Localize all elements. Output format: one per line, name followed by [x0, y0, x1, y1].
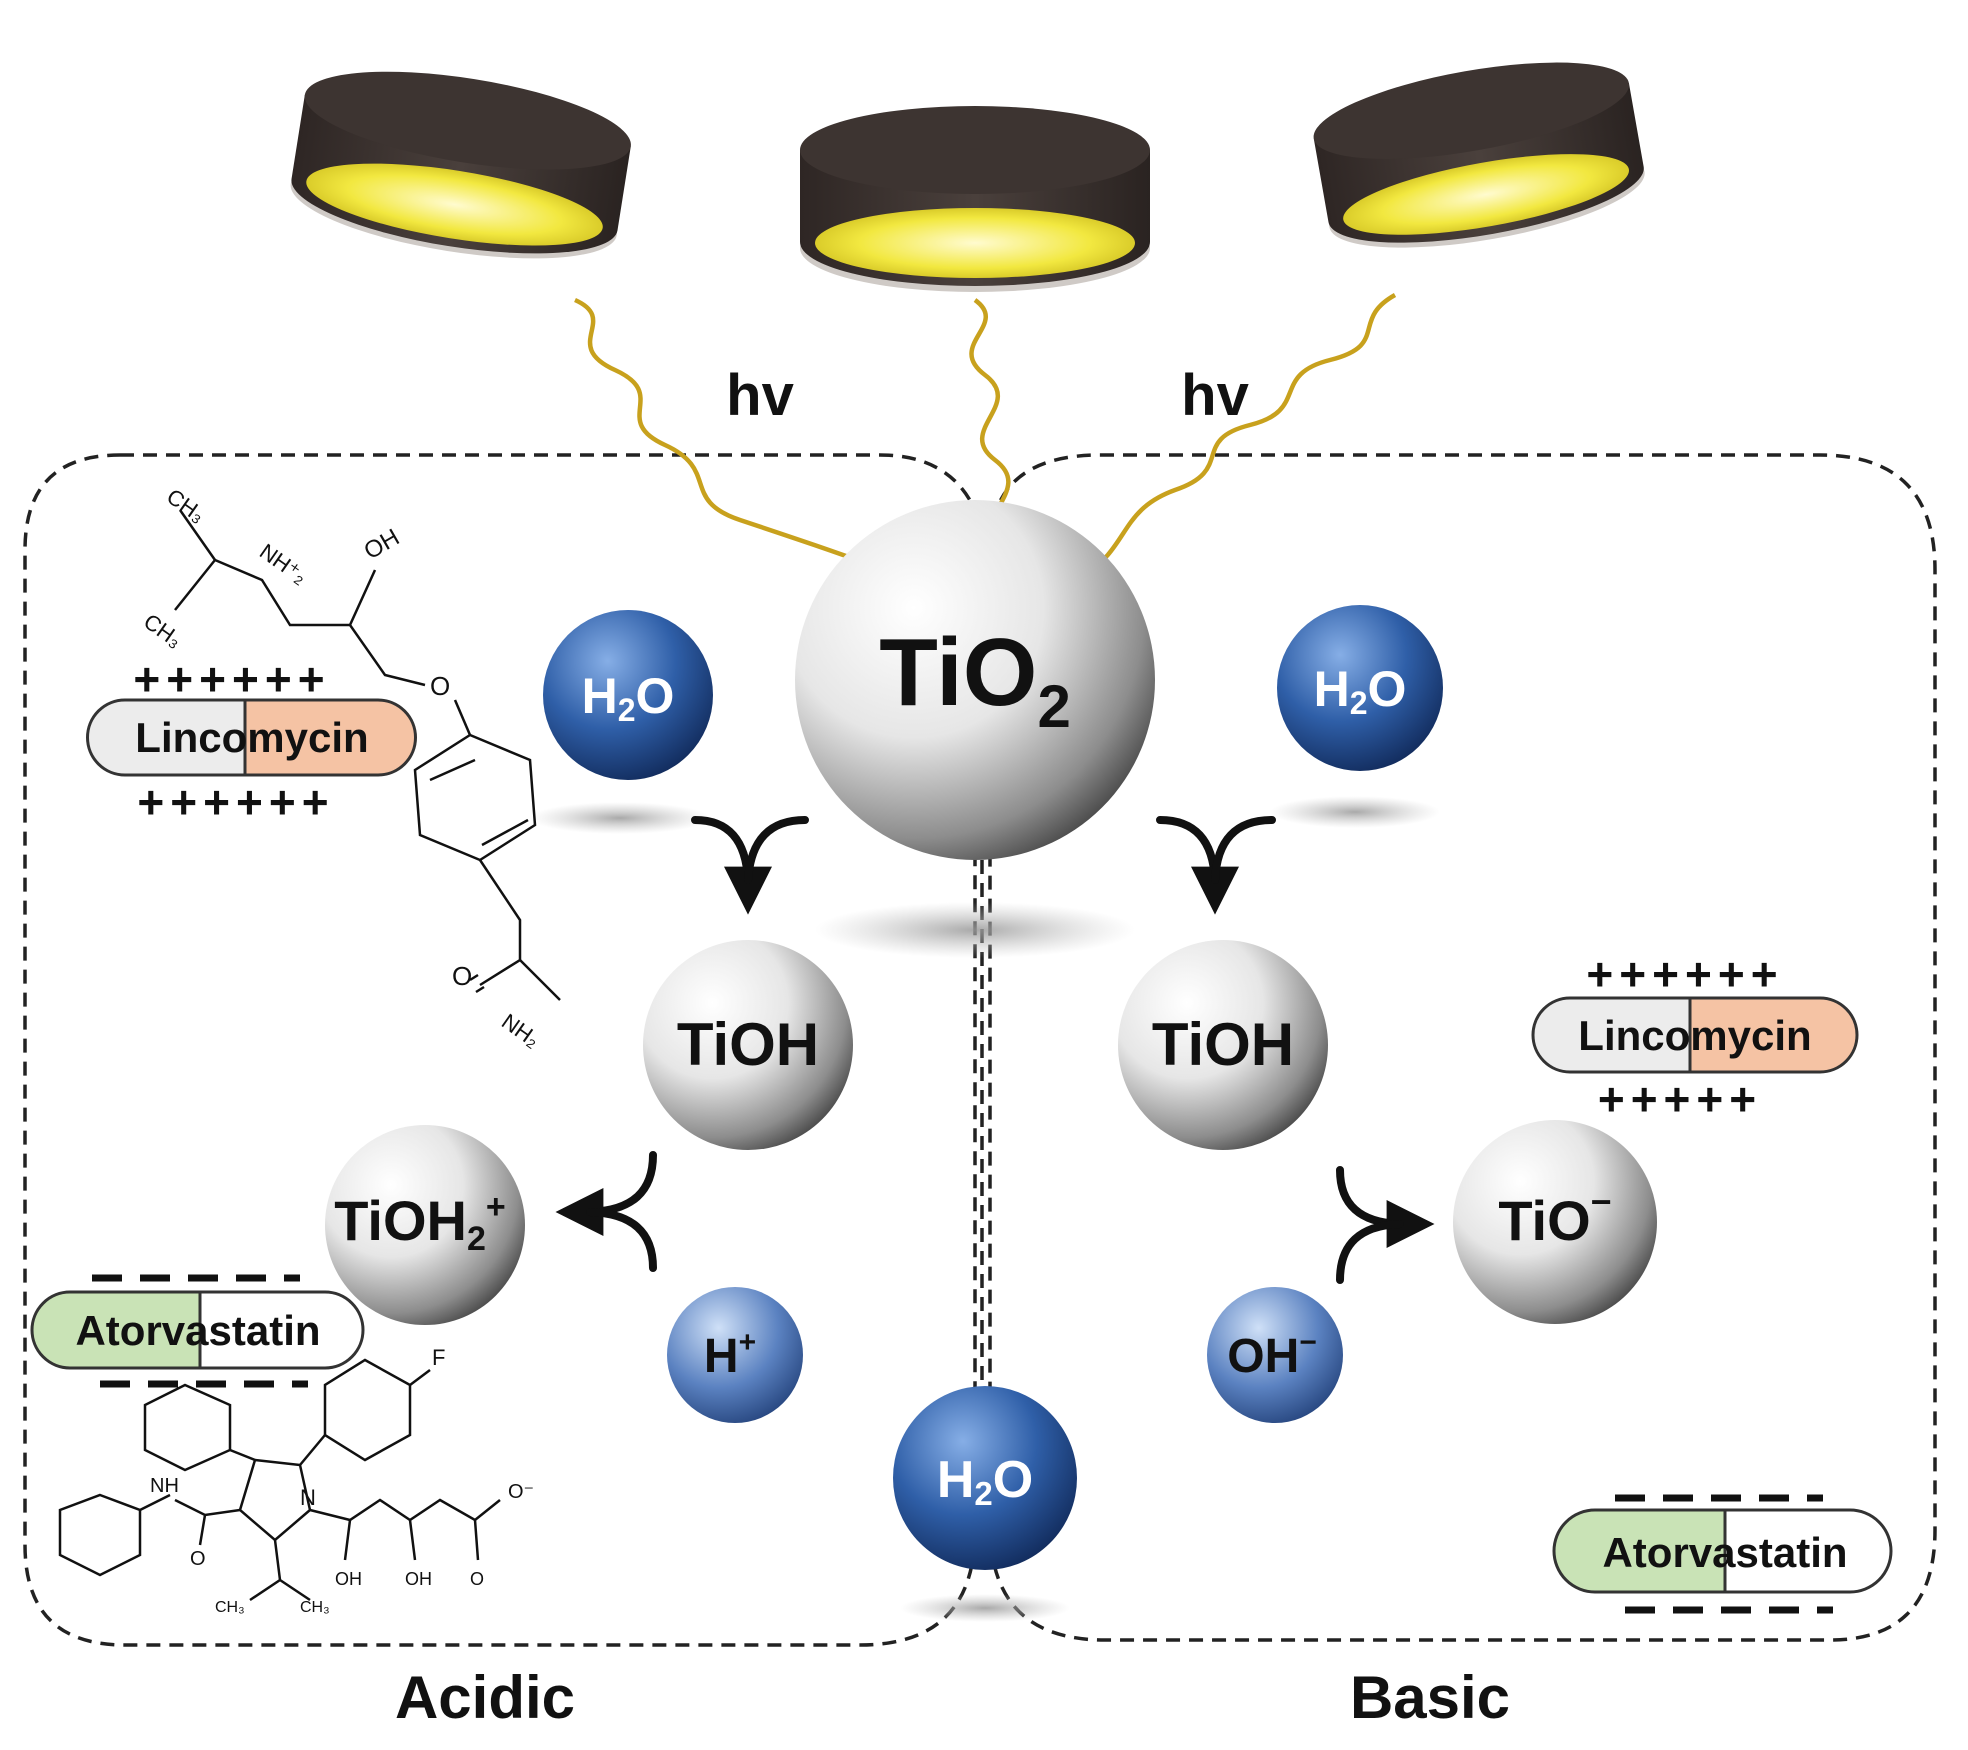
mol-n: N — [300, 1485, 316, 1510]
water-sphere-left — [543, 610, 713, 780]
reaction-arrow-right-bottom — [1336, 1166, 1435, 1284]
mol-f: F — [432, 1345, 445, 1370]
water-label-right: H2O — [1314, 661, 1407, 721]
mol-nh2: NH₂ — [497, 1009, 544, 1053]
mol-o-carbonyl: O — [190, 1548, 206, 1570]
positive-charges-bottom-basic: +++++ — [1598, 1073, 1762, 1125]
mol-o: O — [430, 671, 450, 701]
tioh2-plus-sphere — [325, 1125, 525, 1325]
reaction-arrow-left-bottom — [555, 1151, 657, 1272]
light-ray-left — [574, 297, 891, 573]
basic-label: Basic — [1350, 1664, 1510, 1731]
positive-charges-top-acidic: ++++++ — [133, 653, 330, 705]
h-plus-sphere — [667, 1287, 803, 1423]
tio2-sphere — [795, 500, 1155, 860]
mol-o-amide: O — [452, 961, 472, 991]
atorvastatin-label-acidic: Atorvastatin — [75, 1307, 320, 1354]
hv-label-left: hv — [726, 363, 794, 428]
water-label-bottom: H2O — [937, 1451, 1033, 1512]
lamp-center — [800, 106, 1150, 292]
reaction-arrow-right-top — [1156, 816, 1276, 915]
acidic-label: Acidic — [395, 1664, 575, 1731]
lincomycin-pill-basic: ++++++ Lincomycin +++++ — [1531, 948, 1859, 1125]
positive-charges-top-basic: ++++++ — [1586, 948, 1783, 1000]
tioh-sphere-left — [643, 940, 853, 1150]
mol-oh: OH — [360, 524, 405, 565]
tioh-label-right: TiOH — [1152, 1011, 1294, 1078]
atorvastatin-label-basic: Atorvastatin — [1602, 1529, 1847, 1576]
shadow-water-right — [1270, 796, 1440, 828]
water-sphere-bottom — [893, 1386, 1077, 1570]
lamp-left — [290, 71, 631, 259]
atorvastatin-pill-basic: Atorvastatin — [1552, 1494, 1893, 1614]
oh-minus-label: OH− — [1227, 1326, 1317, 1383]
atorvastatin-pill-acidic: Atorvastatin — [30, 1274, 365, 1388]
mol-o-acid: O — [470, 1569, 484, 1589]
mol-ch3-top: CH₃ — [162, 484, 210, 528]
atorvastatin-structure: F NH N O CH₃ CH₃ OH OH O O⁻ — [58, 1345, 534, 1616]
tioh2-plus-label: TiOH2+ — [334, 1188, 506, 1258]
shadow-water-bottom — [900, 1594, 1070, 1622]
shadow-water-left — [530, 802, 710, 834]
tio-minus-sphere — [1453, 1120, 1657, 1324]
tio2-label: TiO2 — [879, 619, 1071, 740]
reaction-arrow-left-top — [691, 816, 809, 915]
lincomycin-pill-acidic: ++++++ Lincomycin ++++++ — [86, 653, 417, 828]
mol-oh-b: OH — [405, 1569, 432, 1589]
lincomycin-label-acidic: Lincomycin — [135, 714, 368, 761]
shadow-tio2 — [815, 902, 1135, 958]
positive-charges-bottom-acidic: ++++++ — [137, 776, 334, 828]
light-ray-right — [1080, 293, 1397, 578]
mol-ch3-b: CH₃ — [300, 1599, 330, 1616]
mol-ch3-a: CH₃ — [215, 1599, 245, 1616]
tioh-sphere-right — [1118, 940, 1328, 1150]
h-plus-label: H+ — [704, 1326, 756, 1383]
mol-nh: NH — [150, 1475, 179, 1497]
hv-label-right: hv — [1181, 363, 1249, 428]
acidic-region — [23, 453, 977, 1647]
mol-oh-a: OH — [335, 1569, 362, 1589]
lincomycin-label-basic: Lincomycin — [1578, 1012, 1811, 1059]
water-label-left: H2O — [582, 668, 675, 728]
water-sphere-right — [1277, 605, 1443, 771]
oh-minus-sphere — [1207, 1287, 1343, 1423]
tioh-label-left: TiOH — [677, 1011, 819, 1078]
tio-minus-label: TiO− — [1498, 1181, 1611, 1252]
mol-ominus: O⁻ — [508, 1481, 534, 1503]
mol-ch3-bottom: CH₃ — [139, 609, 187, 653]
lamp-right — [1313, 62, 1645, 248]
